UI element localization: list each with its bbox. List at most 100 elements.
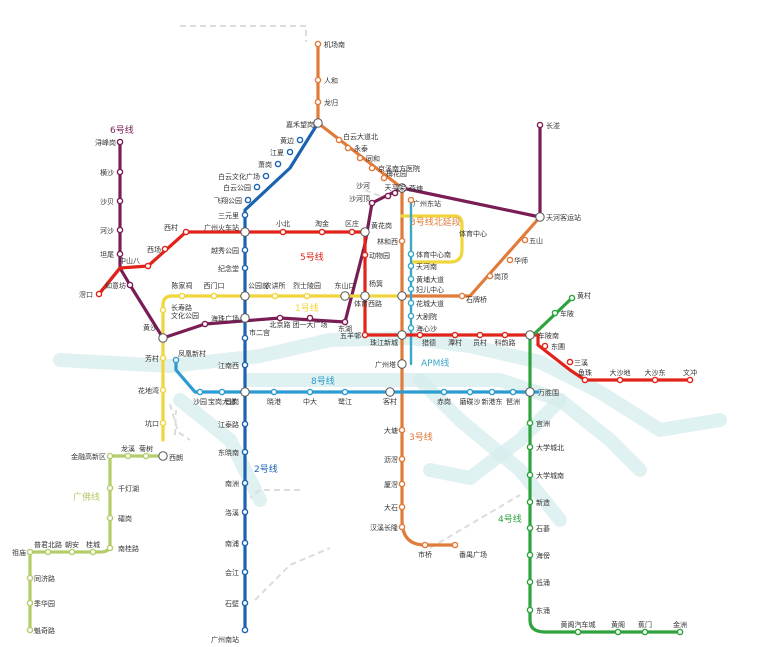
station-label-yangji[interactable]: 杨箕 [369, 279, 383, 288]
station-marker-guangzhoudongzhan[interactable] [407, 196, 415, 204]
station-label-jichangnan[interactable]: 机场南 [324, 40, 345, 49]
station-marker-nongjiangsuo[interactable] [271, 292, 279, 300]
station-label-baogangdadao[interactable]: 宝岗大道 [208, 397, 236, 406]
station-marker-jinianta[interactable] [241, 264, 249, 272]
station-label-hengsha[interactable]: 横沙 [100, 168, 114, 177]
station-marker-zhujiangxincheng[interactable] [397, 330, 407, 340]
station-marker-guicheng[interactable] [89, 548, 97, 556]
station-marker-jiangnanxi[interactable] [241, 361, 249, 369]
station-marker-gongyuanqian[interactable] [240, 291, 250, 301]
station-marker-shibi[interactable] [526, 524, 534, 532]
station-label-datang[interactable]: 大塘 [384, 426, 398, 435]
station-marker-kuiqilu[interactable] [26, 626, 34, 634]
station-label-rudeli[interactable]: 如意坊 [105, 281, 126, 290]
station-marker-yongtai[interactable] [344, 144, 352, 152]
station-label-dashi[interactable]: 大石 [384, 503, 398, 512]
station-label-shahe[interactable]: 沙河 [356, 182, 370, 190]
station-label-jinzhou[interactable]: 金洲 [673, 620, 687, 629]
station-marker-longgui[interactable] [314, 98, 322, 106]
station-label-daxuechengnan[interactable]: 大学城南 [536, 471, 564, 480]
station-label-lujiang[interactable]: 鹭江 [338, 397, 352, 406]
station-marker-shiergong[interactable] [241, 334, 249, 342]
station-marker-longxi[interactable] [124, 452, 132, 460]
station-marker-dongxiaonan[interactable] [241, 448, 249, 456]
station-marker-huangsha[interactable] [158, 333, 168, 343]
station-marker-huangcun[interactable] [568, 294, 576, 302]
station-label-fenghuangxincun[interactable]: 凤凰新村 [178, 349, 206, 358]
station-marker-jushu[interactable] [142, 452, 150, 460]
station-label-sanxi[interactable]: 三溪 [574, 358, 588, 367]
station-label-dashadi[interactable]: 大沙地 [610, 368, 631, 377]
station-marker-lijiao[interactable] [398, 455, 406, 463]
station-label-jinianta[interactable]: 纪念堂 [218, 264, 239, 273]
station-label-longgui[interactable]: 龙归 [324, 98, 338, 107]
station-marker-shahe[interactable] [384, 192, 392, 200]
station-label-xiaogang[interactable]: 萧岗 [258, 160, 272, 169]
station-marker-huangge[interactable] [614, 628, 622, 636]
station-label-yuzhu[interactable]: 鱼珠 [578, 368, 592, 377]
station-marker-fanyu_guangchang[interactable] [451, 541, 459, 549]
station-label-huachengdadao[interactable]: 花城大道 [416, 299, 444, 308]
station-marker-guanzhou[interactable] [526, 419, 534, 427]
station-marker-beijinglu[interactable] [276, 314, 284, 322]
station-marker-shabei[interactable] [116, 197, 124, 205]
station-label-guicheng[interactable]: 桂城 [86, 540, 100, 549]
station-marker-xichang[interactable] [161, 245, 169, 253]
station-label-tianheketaozhan[interactable]: 天河客运站 [546, 213, 581, 222]
station-marker-sanxi[interactable] [566, 358, 574, 366]
station-label-ximenkou[interactable]: 西门口 [204, 281, 225, 290]
station-marker-lieduqiao[interactable] [416, 331, 424, 339]
station-label-jiaokou[interactable]: 滘口 [79, 290, 93, 299]
station-marker-changban[interactable] [536, 121, 544, 129]
station-marker-dashadong[interactable] [651, 376, 659, 384]
station-marker-donghu[interactable] [341, 318, 349, 326]
station-label-xilang[interactable]: 西朗 [169, 453, 183, 462]
station-label-beijinglu[interactable]: 北京路 [270, 320, 291, 329]
station-label-kecun_rd[interactable]: 科韵路 [495, 338, 516, 347]
station-label-guangzhoudongzhan[interactable]: 广州东站 [413, 199, 441, 208]
station-marker-chigang[interactable] [440, 388, 448, 396]
station-marker-yantang[interactable] [397, 183, 407, 193]
station-label-shayuan[interactable]: 沙园 [193, 398, 207, 406]
station-label-dongpu[interactable]: 东圃 [551, 342, 565, 351]
station-label-qujiang[interactable]: 区庄 [345, 219, 359, 228]
station-marker-chenjiaci[interactable] [178, 292, 186, 300]
station-marker-chaoan[interactable] [68, 548, 76, 556]
station-label-modiesha[interactable]: 磨碟沙 [460, 397, 481, 406]
station-marker-datang[interactable] [398, 426, 406, 434]
station-label-dongchong[interactable]: 东涌 [536, 606, 550, 615]
station-marker-haibang[interactable] [526, 551, 534, 559]
station-label-tuanyidaguangchang[interactable]: 团一大广场 [293, 320, 328, 329]
station-label-guangzhouta[interactable]: 广州塔 [375, 360, 396, 369]
station-label-chenjiaci[interactable]: 陈家祠 [172, 281, 193, 290]
station-label-tonghe[interactable]: 同和 [366, 154, 380, 163]
station-label-changgang[interactable]: 昌岗 [225, 398, 239, 406]
station-label-huijiang[interactable]: 会江 [225, 568, 239, 577]
station-label-xinganggdong[interactable]: 新港东 [482, 397, 503, 406]
station-label-zumiao[interactable]: 祖庙 [12, 548, 26, 557]
station-marker-xinganggdong[interactable] [488, 388, 496, 396]
station-marker-xicun[interactable] [182, 228, 190, 236]
station-label-xiaogang8[interactable]: 晓港 [267, 397, 281, 406]
station-marker-ximenkou[interactable] [210, 292, 218, 300]
station-marker-dongwuyuan[interactable] [361, 251, 369, 259]
station-label-meihuayuan[interactable]: 梅花园 [386, 169, 407, 178]
station-marker-jiangtailu[interactable] [241, 420, 249, 428]
station-label-chaoan[interactable]: 朝安 [65, 540, 79, 549]
station-label-kecun[interactable]: 客村 [383, 397, 397, 406]
station-label-xiaobei[interactable]: 小北 [276, 219, 290, 228]
station-marker-jihuayuan[interactable] [26, 599, 34, 607]
station-marker-tianpingjia[interactable] [391, 189, 399, 197]
station-label-huashi[interactable]: 华师 [514, 256, 528, 265]
station-marker-fangcun[interactable] [159, 354, 167, 362]
station-label-yantang[interactable]: 燕塘 [409, 184, 423, 193]
station-label-changshoulu[interactable]: 长寿路 [171, 303, 192, 312]
station-marker-tanwei[interactable] [116, 250, 124, 258]
station-label-linhexi[interactable]: 林和西 [377, 237, 398, 246]
station-label-wenhuagongyuan[interactable]: 文化公园 [171, 311, 199, 320]
station-label-huangbian[interactable]: 黄边 [280, 136, 294, 145]
station-marker-fuerzhongxin[interactable] [407, 285, 415, 293]
station-marker-huangpudadao[interactable] [407, 275, 415, 283]
station-label-gangding[interactable]: 岗顶 [494, 273, 508, 281]
station-label-baiyungongyuan[interactable]: 白云公园 [223, 183, 251, 192]
